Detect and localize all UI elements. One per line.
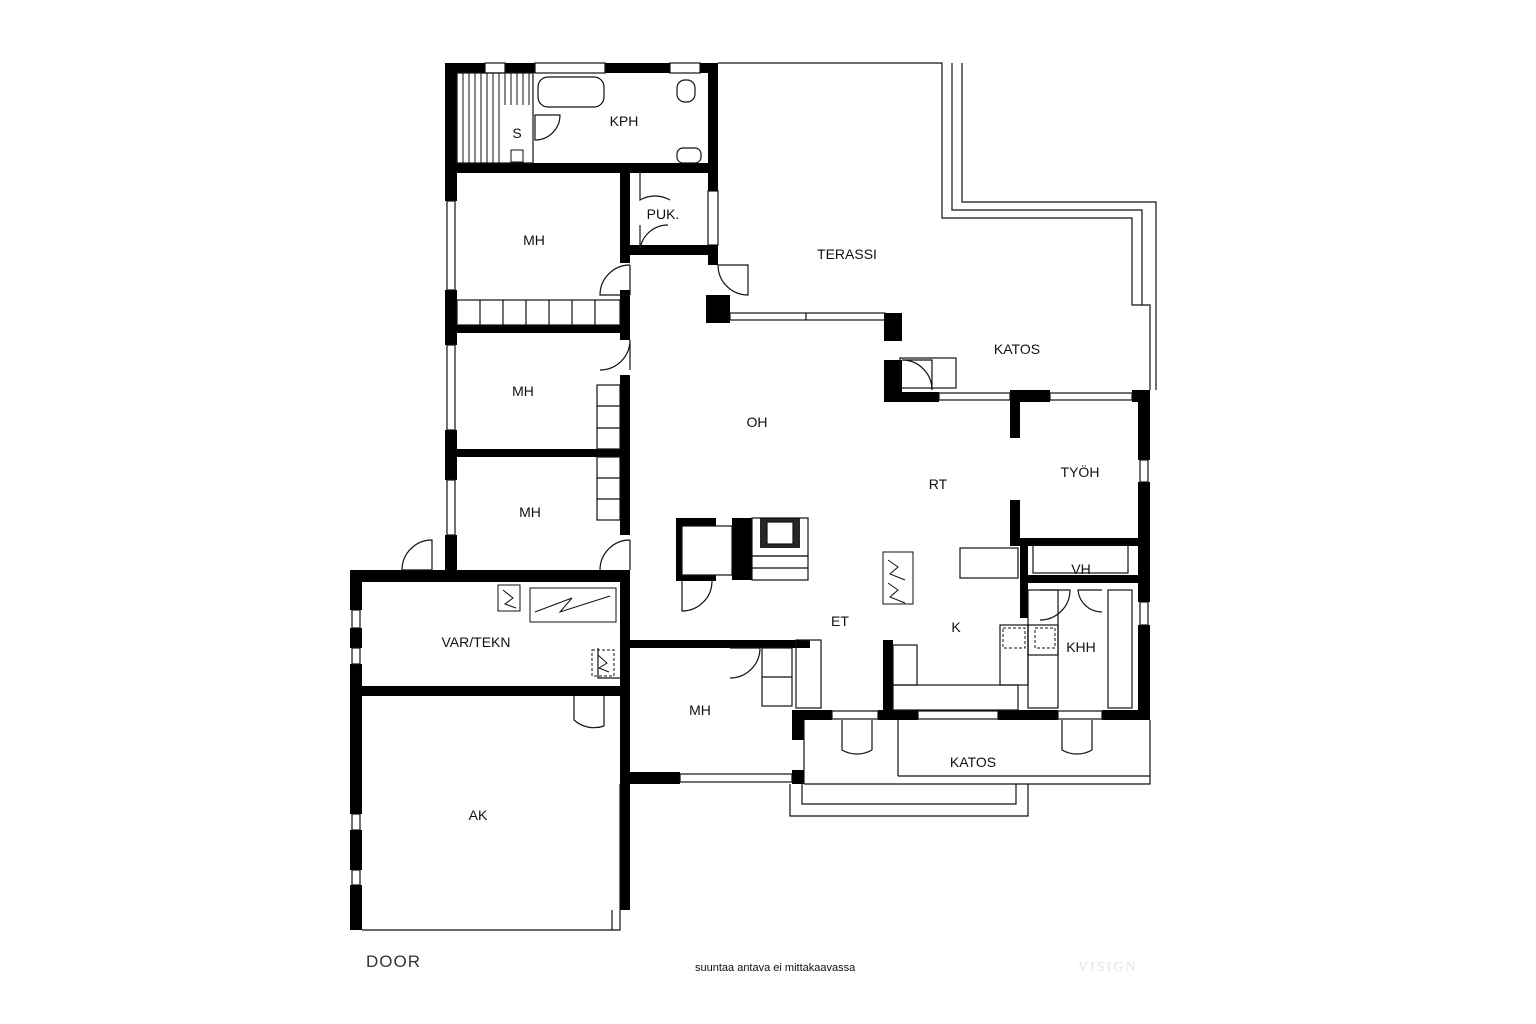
room-label-khh: KHH: [1066, 639, 1096, 655]
room-labels: KPH S PUK. TERASSI MH KATOS MH OH RT TYÖ…: [442, 113, 1100, 823]
room-label-s: S: [512, 125, 521, 141]
room-label-var-tekn: VAR/TEKN: [442, 634, 511, 650]
room-label-ak: AK: [469, 807, 488, 823]
brand-logo: DOOR: [366, 952, 421, 971]
room-label-mh-1: MH: [523, 232, 545, 248]
room-label-kph: KPH: [610, 113, 639, 129]
room-label-mh-2: MH: [512, 383, 534, 399]
scale-note: suuntaa antava ei mittakaavassa: [695, 962, 856, 974]
room-label-oh: OH: [747, 414, 768, 430]
watermark: VISIGN: [1078, 960, 1138, 975]
room-label-tyoh: TYÖH: [1061, 463, 1100, 480]
room-label-vh: VH: [1071, 561, 1090, 577]
room-label-mh-4: MH: [689, 702, 711, 718]
walls: [350, 63, 1150, 930]
room-label-katos-top: KATOS: [994, 341, 1040, 357]
doors: [401, 114, 1103, 755]
sauna-bench: [462, 73, 530, 163]
room-label-puk: PUK.: [647, 206, 680, 222]
room-label-k: K: [951, 619, 961, 635]
room-label-rt: RT: [929, 476, 948, 492]
room-label-et: ET: [831, 613, 849, 629]
room-label-mh-3: MH: [519, 504, 541, 520]
room-label-terassi: TERASSI: [817, 246, 877, 262]
electrical-markers: [497, 149, 1056, 677]
outlines: [351, 62, 1157, 931]
room-label-katos-bottom: KATOS: [950, 754, 996, 770]
